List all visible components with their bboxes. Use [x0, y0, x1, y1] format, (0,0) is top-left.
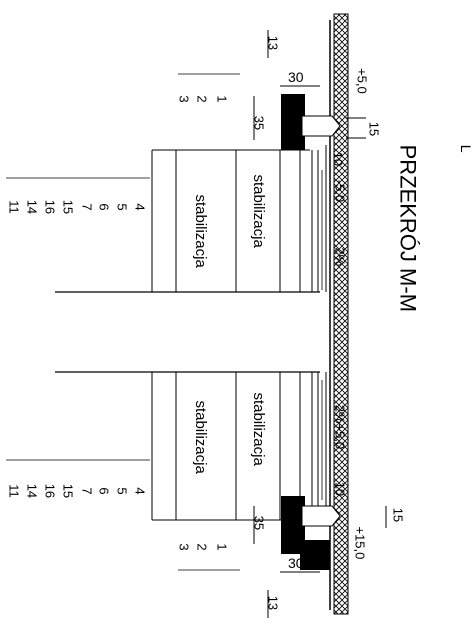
- layer-numbers-top-curb: 1 2 3: [177, 73, 240, 103]
- svg-text:2: 2: [195, 95, 210, 102]
- level-minus50-top: -5,0: [333, 180, 348, 202]
- svg-text:4: 4: [133, 487, 148, 494]
- svg-text:6: 6: [97, 203, 112, 210]
- dim-30-top: 30: [288, 69, 304, 85]
- svg-text:16: 16: [43, 484, 58, 498]
- dim-10-top: 10: [331, 152, 346, 166]
- svg-text:4: 4: [133, 203, 148, 210]
- bottom-section: 30 13 35 +15,0 15 10 2%+5,0 stabilizacja…: [6, 371, 406, 618]
- svg-text:5: 5: [115, 487, 130, 494]
- svg-text:15: 15: [61, 484, 76, 498]
- section-title: PRZEKRÓJ M-M: [396, 145, 421, 312]
- svg-text:11: 11: [7, 200, 22, 214]
- top-section: 30 13 35 +5,0 15 10 -5,0 2% stabilizacja…: [6, 30, 382, 293]
- layer-numbers-bottom-curb: 1 2 3: [177, 543, 240, 571]
- level-plus150-bottom: +15,0: [353, 526, 368, 559]
- dim-30-bottom: 30: [288, 555, 304, 571]
- svg-text:1: 1: [215, 95, 230, 102]
- layer-label-bottom-2: stabilizacja: [192, 400, 209, 474]
- svg-text:1: 1: [215, 543, 230, 550]
- dim-15-top: 15: [367, 122, 382, 136]
- layer-numbers-top: 4 5 6 7 15 16 14 11: [6, 177, 150, 214]
- svg-text:5: 5: [115, 203, 130, 210]
- svg-text:7: 7: [80, 203, 95, 210]
- dim-35-top: 35: [252, 116, 267, 130]
- sheet-mark: L: [458, 145, 473, 153]
- svg-text:14: 14: [25, 484, 40, 498]
- dim-15-bottom: 15: [391, 508, 406, 522]
- layer-label-top-1: stabilizacja: [250, 174, 267, 248]
- svg-text:2: 2: [195, 543, 210, 550]
- svg-text:7: 7: [80, 487, 95, 494]
- svg-text:15: 15: [61, 200, 76, 214]
- svg-text:14: 14: [25, 200, 40, 214]
- dim-13-bottom: 13: [266, 596, 281, 610]
- slope-top: 2%: [333, 247, 348, 266]
- svg-text:3: 3: [177, 543, 192, 550]
- terrain-hatch: [333, 13, 349, 615]
- dim-10-bottom: 10: [333, 482, 348, 496]
- svg-text:3: 3: [177, 95, 192, 102]
- level-plus50-top: +5,0: [355, 68, 370, 94]
- dim-13-top: 13: [266, 36, 281, 50]
- layer-numbers-bottom: 4 5 6 7 15 16 14 11: [6, 459, 150, 498]
- svg-text:16: 16: [43, 200, 58, 214]
- svg-text:6: 6: [97, 487, 112, 494]
- slope-bottom: 2%+5,0: [333, 405, 348, 449]
- layer-label-top-2: stabilizacja: [192, 194, 209, 268]
- layer-label-bottom-1: stabilizacja: [250, 392, 267, 466]
- svg-text:11: 11: [7, 484, 22, 498]
- dim-35-bottom: 35: [252, 516, 267, 530]
